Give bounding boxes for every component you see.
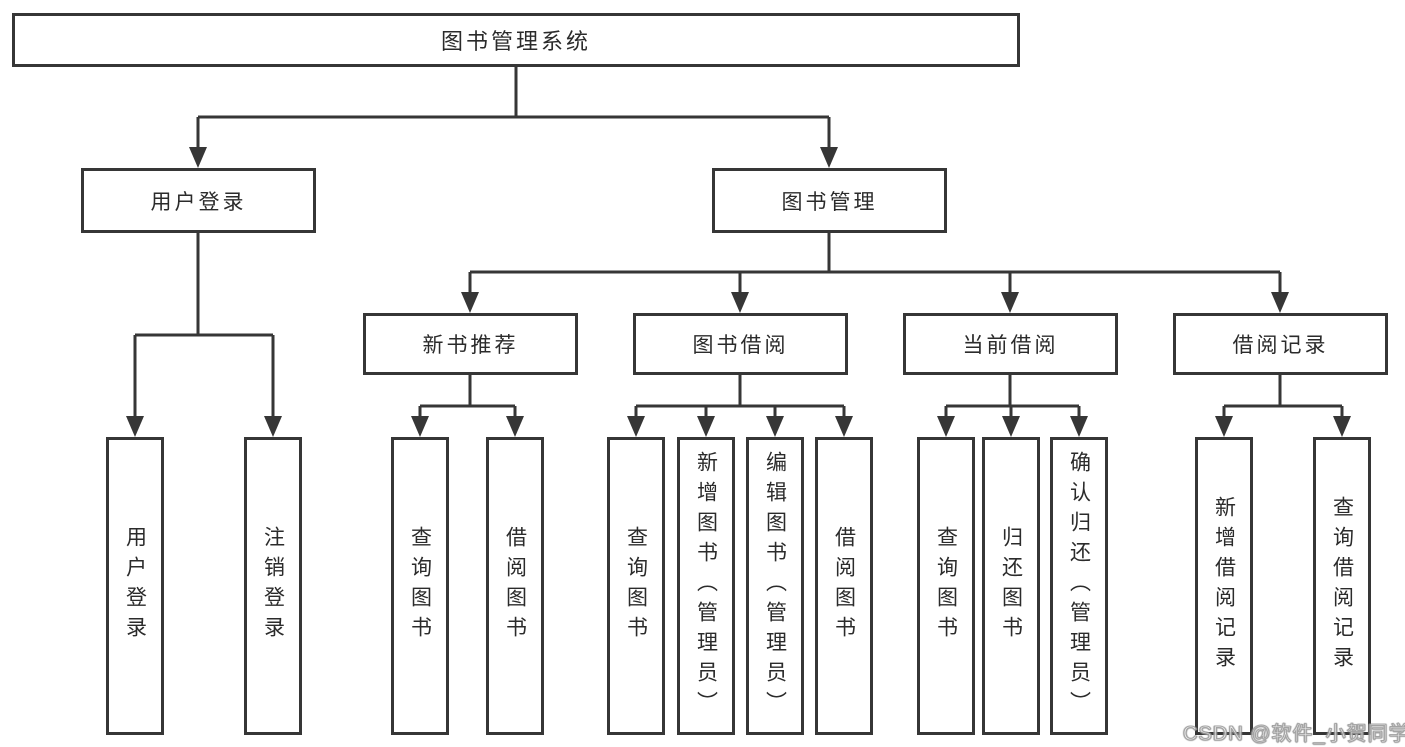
node-borrow-query-books-label: 查询图书 — [624, 526, 648, 646]
connector-path — [133, 67, 1344, 420]
node-book-management: 图书管理 — [712, 168, 947, 233]
node-system-root: 图书管理系统 — [12, 13, 1020, 67]
node-user-login-label: 用户登录 — [150, 190, 247, 214]
arrowheads — [126, 147, 1351, 437]
arrow-down-icon — [1271, 292, 1289, 313]
node-recommend-borrow-books-label: 借阅图书 — [503, 526, 527, 646]
node-recommend-query-books-label: 查询图书 — [408, 526, 432, 646]
arrow-down-icon — [1001, 292, 1019, 313]
node-query-borrow-record: 查询借阅记录 — [1313, 437, 1371, 735]
node-new-book-recommend-label: 新书推荐 — [422, 334, 519, 357]
node-login-label: 用户登录 — [123, 526, 147, 646]
node-book-borrow-label: 图书借阅 — [692, 334, 789, 357]
arrow-down-icon — [766, 416, 784, 437]
node-borrow-records-label: 借阅记录 — [1232, 334, 1329, 357]
arrow-down-icon — [461, 292, 479, 313]
arrow-down-icon — [1070, 416, 1088, 437]
node-current-borrow: 当前借阅 — [903, 313, 1118, 375]
arrow-down-icon — [697, 416, 715, 437]
node-system-root-label: 图书管理系统 — [440, 29, 591, 54]
arrow-down-icon — [264, 416, 282, 437]
node-logout-label: 注销登录 — [261, 526, 285, 646]
node-borrow-borrow-books: 借阅图书 — [815, 437, 873, 735]
arrow-down-icon — [937, 416, 955, 437]
arrow-down-icon — [1002, 416, 1020, 437]
node-add-books-admin-label: 新增图书（管理员） — [694, 451, 718, 721]
arrow-down-icon — [189, 147, 207, 168]
node-return-books-label: 归还图书 — [999, 526, 1023, 646]
node-user-login: 用户登录 — [81, 168, 316, 233]
node-current-borrow-label: 当前借阅 — [962, 334, 1059, 357]
node-add-borrow-record: 新增借阅记录 — [1195, 437, 1253, 735]
node-book-management-label: 图书管理 — [781, 190, 878, 214]
node-book-borrow: 图书借阅 — [633, 313, 848, 375]
node-return-books: 归还图书 — [982, 437, 1040, 735]
arrow-down-icon — [731, 292, 749, 313]
arrow-down-icon — [1333, 416, 1351, 437]
node-confirm-return-admin-label: 确认归还（管理员） — [1067, 451, 1091, 721]
node-current-query-books-label: 查询图书 — [934, 526, 958, 646]
arrow-down-icon — [835, 416, 853, 437]
arrow-down-icon — [820, 147, 838, 168]
node-edit-books-admin-label: 编辑图书（管理员） — [763, 451, 787, 721]
arrow-down-icon — [126, 416, 144, 437]
arrow-down-icon — [411, 416, 429, 437]
node-logout: 注销登录 — [244, 437, 302, 735]
node-query-borrow-record-label: 查询借阅记录 — [1330, 496, 1354, 676]
node-borrow-borrow-books-label: 借阅图书 — [832, 526, 856, 646]
node-add-borrow-record-label: 新增借阅记录 — [1212, 496, 1236, 676]
node-edit-books-admin: 编辑图书（管理员） — [746, 437, 804, 735]
arrow-down-icon — [1215, 416, 1233, 437]
node-add-books-admin: 新增图书（管理员） — [677, 437, 735, 735]
csdn-watermark: CSDN @软件_小贺同学 — [1183, 723, 1405, 746]
node-current-query-books: 查询图书 — [917, 437, 975, 735]
node-new-book-recommend: 新书推荐 — [363, 313, 578, 375]
node-recommend-borrow-books: 借阅图书 — [486, 437, 544, 735]
node-confirm-return-admin: 确认归还（管理员） — [1050, 437, 1108, 735]
arrow-down-icon — [627, 416, 645, 437]
node-recommend-query-books: 查询图书 — [391, 437, 449, 735]
node-login: 用户登录 — [106, 437, 164, 735]
node-borrow-records: 借阅记录 — [1173, 313, 1388, 375]
arrow-down-icon — [506, 416, 524, 437]
node-borrow-query-books: 查询图书 — [607, 437, 665, 735]
